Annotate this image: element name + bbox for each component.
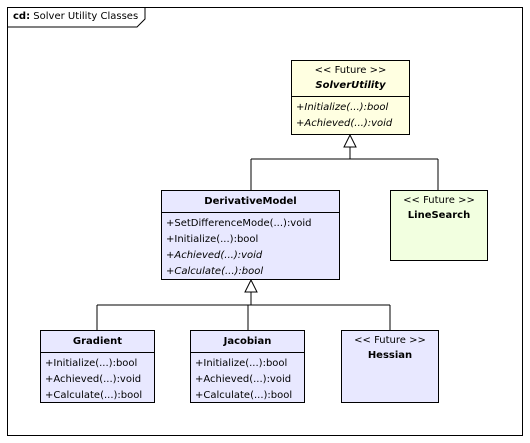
frame-tab: cd: Solver Utility Classes <box>7 7 146 28</box>
class-header: DerivativeModel <box>162 191 339 213</box>
frame-title: Solver Utility Classes <box>33 11 139 22</box>
class-jacobian[interactable]: Jacobian +Initialize(...):bool +Achieved… <box>190 330 305 403</box>
class-header: Gradient <box>41 331 154 353</box>
class-name: Jacobian <box>223 336 272 347</box>
operation: +Initialize(...):bool <box>166 234 259 245</box>
class-gradient[interactable]: Gradient +Initialize(...):bool +Achieved… <box>40 330 155 403</box>
frame-kind: cd: <box>13 11 31 22</box>
operation: +Achieved(...):void <box>45 374 142 385</box>
class-derivative-model[interactable]: DerivativeModel +SetDifferenceMode(...):… <box>161 190 340 280</box>
inheritance-arrow-derivativemodel <box>244 278 258 293</box>
operation: +Calculate(...):bool <box>166 266 264 277</box>
operations-compartment: +SetDifferenceMode(...):void +Initialize… <box>162 213 339 283</box>
diagram-frame <box>7 7 523 436</box>
stereotype-label: << Future >> <box>403 195 475 206</box>
stereotype-label: << Future >> <box>354 335 426 346</box>
class-name: LineSearch <box>407 210 471 221</box>
operation: +Achieved(...):void <box>195 374 292 385</box>
class-name: SolverUtility <box>315 80 386 91</box>
operation: +Calculate(...):bool <box>45 390 143 401</box>
operation: +Calculate(...):bool <box>195 390 293 401</box>
inheritance-arrow-solverutility <box>343 133 357 148</box>
operation: +SetDifferenceMode(...):void <box>166 218 312 229</box>
operations-compartment: +Initialize(...):bool +Achieved(...):voi… <box>41 353 154 407</box>
class-hessian[interactable]: << Future >> Hessian <box>341 330 439 403</box>
class-header: Jacobian <box>191 331 304 353</box>
stereotype-label: << Future >> <box>314 65 387 76</box>
class-line-search[interactable]: << Future >> LineSearch <box>390 190 488 261</box>
class-header: << Future >> SolverUtility <box>292 61 409 97</box>
operations-compartment: +Initialize(...):bool +Achieved(...):voi… <box>292 97 409 135</box>
frame-tab-outline <box>7 7 146 28</box>
class-name: Gradient <box>72 336 123 347</box>
class-solver-utility[interactable]: << Future >> SolverUtility +Initialize(.… <box>291 60 410 135</box>
operations-compartment: +Initialize(...):bool +Achieved(...):voi… <box>191 353 304 407</box>
operation: +Initialize(...):bool <box>45 358 138 369</box>
class-name: Hessian <box>367 350 413 361</box>
class-name: DerivativeModel <box>204 196 297 207</box>
class-header: << Future >> Hessian <box>342 331 438 366</box>
operation: +Achieved(...):void <box>166 250 263 261</box>
operation: +Initialize(...):bool <box>296 102 389 113</box>
class-header: << Future >> LineSearch <box>391 191 487 226</box>
operation: +Achieved(...):void <box>296 118 393 129</box>
operation: +Initialize(...):bool <box>195 358 288 369</box>
